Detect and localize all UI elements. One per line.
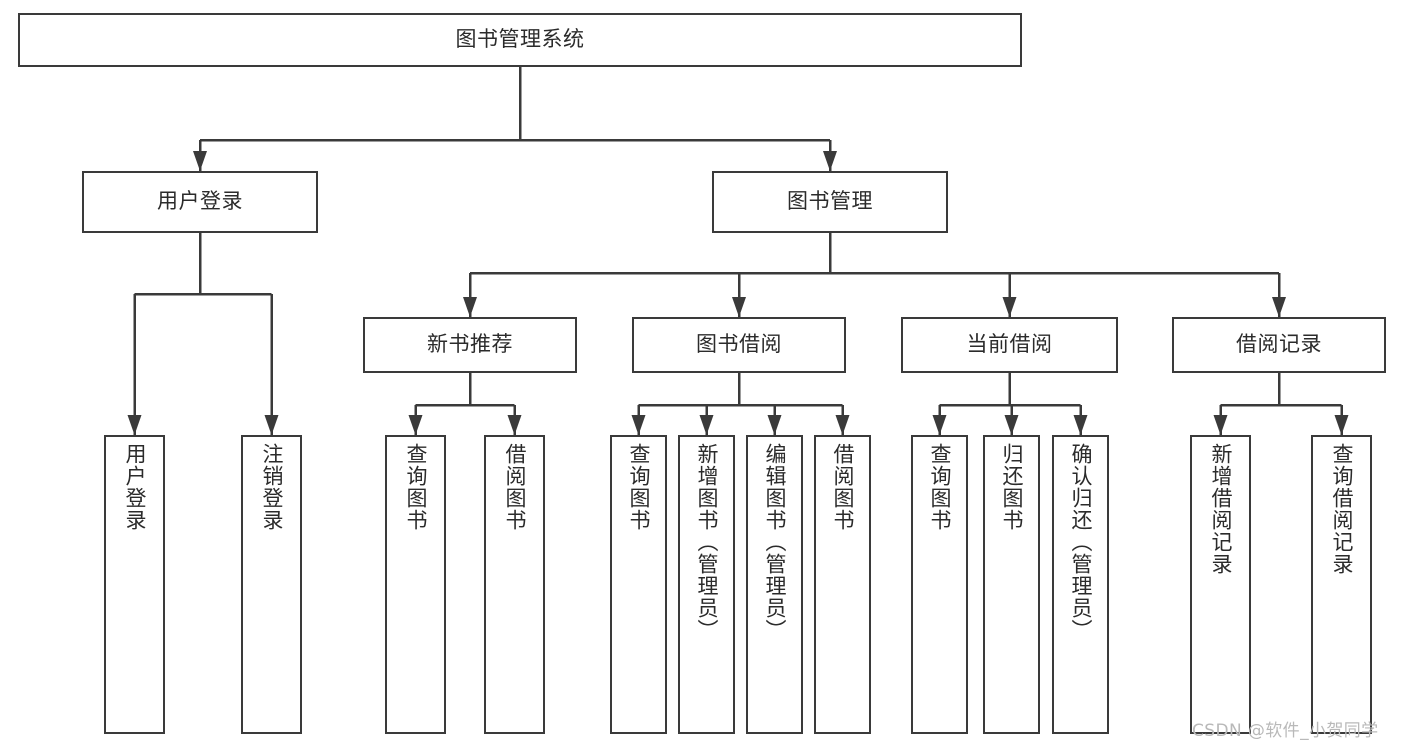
node-leaf-borrow-book-1[interactable]: 借阅图书	[484, 435, 545, 734]
node-leaf-query-record[interactable]: 查询借阅记录	[1311, 435, 1372, 734]
node-label: 查询借阅记录	[1329, 443, 1354, 575]
node-label: 注销登录	[259, 443, 284, 531]
node-leaf-user-login[interactable]: 用户登录	[104, 435, 165, 734]
node-label: 当前借阅	[966, 332, 1053, 357]
node-label: 新增图书（管理员）	[694, 443, 719, 641]
node-borrow-record[interactable]: 借阅记录	[1172, 317, 1386, 373]
node-label: 归还图书	[999, 443, 1024, 531]
node-label: 新增借阅记录	[1208, 443, 1233, 575]
node-leaf-query-book-1[interactable]: 查询图书	[385, 435, 446, 734]
node-label: 查询图书	[626, 443, 651, 531]
node-label: 用户登录	[122, 443, 147, 531]
node-leaf-edit-book[interactable]: 编辑图书（管理员）	[746, 435, 803, 734]
node-leaf-return-book[interactable]: 归还图书	[983, 435, 1040, 734]
node-leaf-confirm-return[interactable]: 确认归还（管理员）	[1052, 435, 1109, 734]
node-book-borrow[interactable]: 图书借阅	[632, 317, 846, 373]
node-label: 借阅图书	[830, 443, 855, 531]
node-leaf-add-record[interactable]: 新增借阅记录	[1190, 435, 1251, 734]
node-label: 图书管理系统	[455, 27, 585, 52]
node-label: 编辑图书（管理员）	[762, 443, 787, 641]
node-user-login[interactable]: 用户登录	[82, 171, 318, 233]
node-leaf-query-book-3[interactable]: 查询图书	[911, 435, 968, 734]
node-label: 借阅图书	[502, 443, 527, 531]
node-label: 图书借阅	[696, 332, 782, 357]
node-label: 用户登录	[157, 189, 243, 214]
node-new-book-rec[interactable]: 新书推荐	[363, 317, 577, 373]
node-label: 图书管理	[787, 189, 873, 214]
node-book-manage[interactable]: 图书管理	[712, 171, 948, 233]
node-leaf-user-logout[interactable]: 注销登录	[241, 435, 302, 734]
node-root[interactable]: 图书管理系统	[18, 13, 1022, 67]
csdn-watermark: CSDN @软件_小贺同学	[1192, 721, 1379, 741]
node-current-borrow[interactable]: 当前借阅	[901, 317, 1118, 373]
node-label: 查询图书	[927, 443, 952, 531]
node-label: 借阅记录	[1236, 332, 1322, 357]
node-leaf-add-book[interactable]: 新增图书（管理员）	[678, 435, 735, 734]
node-leaf-query-book-2[interactable]: 查询图书	[610, 435, 667, 734]
node-leaf-borrow-book-2[interactable]: 借阅图书	[814, 435, 871, 734]
node-label: 确认归还（管理员）	[1068, 443, 1093, 641]
node-label: 查询图书	[403, 443, 428, 531]
node-label: 新书推荐	[427, 332, 513, 357]
